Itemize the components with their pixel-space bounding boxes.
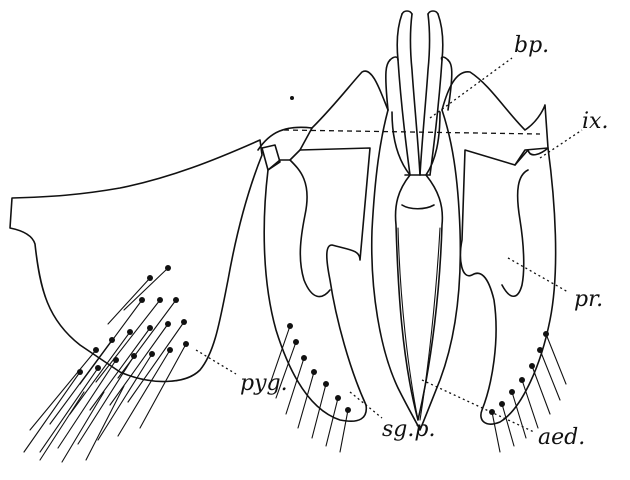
- label-bp: bp.: [514, 33, 549, 58]
- leader-pr: [508, 258, 568, 292]
- pygofer-setae: [24, 265, 189, 462]
- label-ix: ix.: [582, 109, 608, 134]
- basal-plate-rods: [386, 11, 452, 175]
- label-aed: aed.: [538, 425, 585, 450]
- label-pyg: pyg.: [240, 371, 288, 396]
- aedeagus: [372, 110, 461, 430]
- pygofer-outline: [10, 140, 280, 382]
- leader-pyg: [196, 350, 236, 374]
- right-subgenital-plate: [460, 148, 555, 424]
- label-sgp: sg.p.: [382, 417, 435, 442]
- label-pr: pr.: [574, 287, 603, 312]
